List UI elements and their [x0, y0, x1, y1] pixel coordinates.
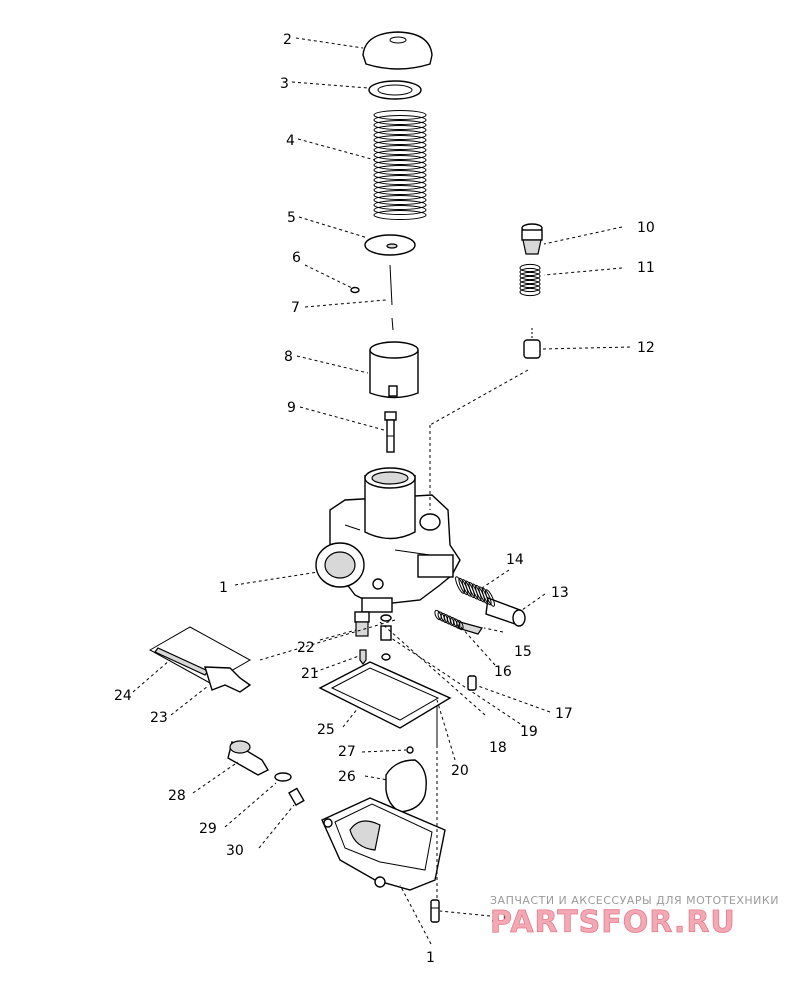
- leader-lines: [132, 37, 631, 945]
- callout-25: 25: [317, 722, 335, 738]
- part-22-main-jet-holder: [354, 611, 370, 637]
- callout-1-bowl: 1: [426, 950, 435, 966]
- callout-20: 20: [451, 763, 469, 779]
- part-10-adjuster-screw: [521, 223, 543, 255]
- part-30-screw: [288, 787, 305, 807]
- callout-5: 5: [287, 210, 296, 226]
- watermark: ЗАПЧАСТИ И АКСЕССУАРЫ ДЛЯ МОТОТЕХНИКИ PA…: [490, 894, 779, 940]
- callout-labels: 2 3 4 5 6 7 8 9 10 11 12 1 14 13 22 15 2…: [114, 32, 655, 966]
- part-23-bracket: [204, 666, 252, 693]
- callout-29: 29: [199, 821, 217, 837]
- callout-3: 3: [280, 76, 289, 92]
- part-31-drain-screw: [430, 899, 440, 923]
- part-4-spring: [373, 110, 427, 220]
- part-28-fitting: [227, 740, 269, 776]
- part-15-pilot-screw: [457, 621, 483, 635]
- part-19-washer: [380, 614, 392, 661]
- callout-1-body: 1: [219, 580, 228, 596]
- callout-15: 15: [514, 644, 532, 660]
- watermark-tagline: ЗАПЧАСТИ И АКСЕССУАРЫ ДЛЯ МОТОТЕХНИКИ: [490, 894, 779, 907]
- callout-22: 22: [297, 640, 315, 656]
- callout-6: 6: [292, 250, 301, 266]
- part-5-retainer: [364, 234, 416, 256]
- part-8-throttle-slide: [369, 341, 419, 399]
- part-3-gasket-ring: [368, 80, 422, 100]
- part-29-washer: [274, 772, 292, 782]
- callout-10: 10: [637, 220, 655, 236]
- callout-28: 28: [168, 788, 186, 804]
- callout-7: 7: [291, 300, 300, 316]
- part-9-needle-jet: [384, 411, 397, 453]
- callout-27: 27: [338, 744, 356, 760]
- callout-14: 14: [506, 552, 524, 568]
- callout-30: 30: [226, 843, 244, 859]
- part-6-clip: [350, 286, 360, 294]
- callout-17: 17: [555, 706, 573, 722]
- part-27-pin: [406, 746, 414, 754]
- part-11-small-spring: [519, 263, 541, 297]
- part-18-pilot-jet: [380, 625, 392, 641]
- part-2-cap: [362, 31, 433, 70]
- part-1-carburetor-body: [315, 467, 461, 613]
- callout-31: 31: [491, 910, 509, 926]
- callout-2: 2: [283, 32, 292, 48]
- part-1-float-bowl: [321, 797, 446, 891]
- callout-19: 19: [520, 724, 538, 740]
- part-25-gasket: [318, 661, 452, 729]
- part-13-idle-screw: [485, 597, 526, 627]
- callout-8: 8: [284, 349, 293, 365]
- callout-11: 11: [637, 260, 655, 276]
- part-12-plunger: [523, 328, 541, 359]
- part-16-spring: [434, 609, 464, 631]
- callout-4: 4: [286, 133, 295, 149]
- callout-16: 16: [494, 664, 512, 680]
- callout-18: 18: [489, 740, 507, 756]
- callout-12: 12: [637, 340, 655, 356]
- part-17-plug: [467, 675, 477, 691]
- part-7-jet-needle: [389, 264, 394, 331]
- part-26-float: [385, 759, 427, 813]
- callout-26: 26: [338, 769, 356, 785]
- callout-21: 21: [301, 666, 319, 682]
- callout-23: 23: [150, 710, 168, 726]
- callout-9: 9: [287, 400, 296, 416]
- callout-24: 24: [114, 688, 132, 704]
- watermark-logo: PARTSFOR.RU: [490, 905, 736, 940]
- part-14-spring: [455, 576, 495, 607]
- callout-13: 13: [551, 585, 569, 601]
- part-21-main-jet: [359, 649, 367, 665]
